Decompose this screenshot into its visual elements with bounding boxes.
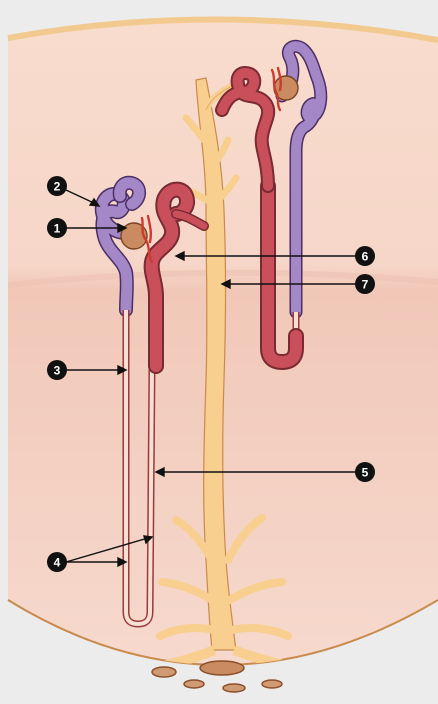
marker-5: 5 (355, 462, 375, 482)
papilla-vessel (223, 684, 245, 692)
marker-2-label: 2 (54, 180, 61, 194)
marker-1: 1 (47, 218, 67, 238)
marker-7: 7 (355, 274, 375, 294)
marker-3: 3 (47, 360, 67, 380)
marker-5-label: 5 (362, 466, 369, 480)
papilla-vessel (152, 667, 176, 677)
papilla-vessel (262, 680, 282, 688)
bottom-vessels (152, 661, 282, 692)
marker-2: 2 (47, 176, 67, 196)
marker-1-label: 1 (54, 222, 61, 236)
marker-7-label: 7 (362, 278, 369, 292)
marker-4: 4 (47, 552, 67, 572)
marker-6: 6 (355, 246, 375, 266)
papilla-vessel (184, 680, 204, 688)
papilla-vessel (200, 661, 244, 675)
marker-6-label: 6 (362, 250, 369, 264)
marker-4-label: 4 (54, 556, 61, 570)
marker-3-label: 3 (54, 364, 61, 378)
